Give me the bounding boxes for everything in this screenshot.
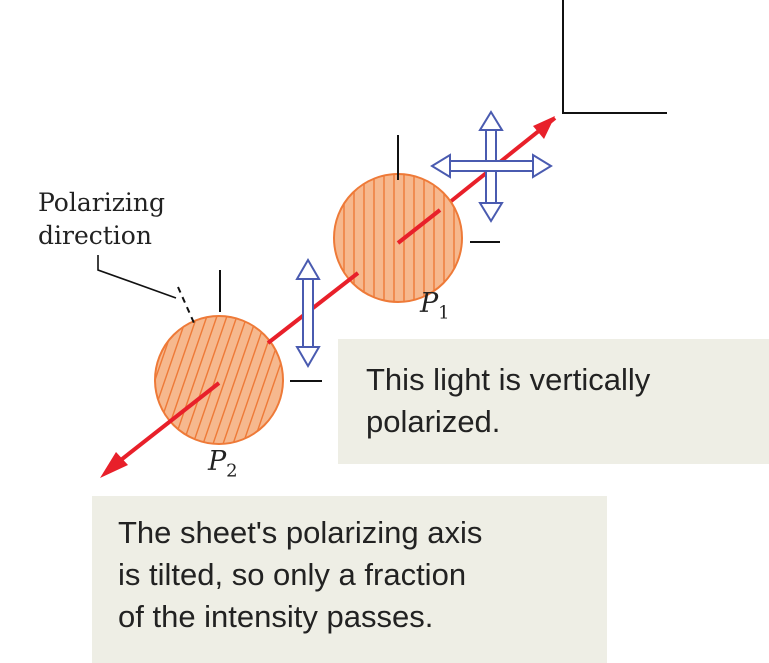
p1-label-letter: P [420,288,439,319]
polarizing-direction-line2: direction [38,221,152,250]
hatch-line [212,316,258,444]
hatch-line [182,316,228,444]
beam-outgoing [110,381,221,469]
polarizer-p2 [154,315,284,445]
polarizing-direction-dashes [177,286,195,324]
polarizer-p1 [333,173,463,303]
hatch-line [202,316,248,444]
p1-label: P1 [420,288,450,323]
p2-label: P2 [208,446,238,481]
hatch-line [172,316,218,444]
p2-label-letter: P [208,446,227,477]
beam-through-p1 [396,208,442,245]
hatch-line [222,316,268,444]
hatch-line [192,316,238,444]
p1-label-subscript: 1 [438,302,450,324]
field-arrow-horizontal [430,153,553,179]
p2-label-subscript: 2 [226,460,238,482]
tilted-callout-line2: is tilted, so only a fraction [118,557,467,592]
vertical-callout-line1: This light is vertically [366,362,651,397]
polarizing-direction-label: Polarizing direction [38,186,165,252]
tilted-axis-callout: The sheet's polarizing axis is tilted, s… [92,496,607,663]
polarizing-direction-line1: Polarizing [38,188,165,217]
field-arrow-vertical-2 [295,258,321,368]
corner-mark [562,0,667,114]
tilted-callout-line1: The sheet's polarizing axis [118,515,483,550]
vertical-callout-line2: polarized. [366,404,501,439]
tilted-callout-line3: of the intensity passes. [118,599,434,634]
beam-arrowhead-incoming [533,116,555,139]
vertical-polarization-callout: This light is vertically polarized. [338,339,769,464]
beam-arrowhead-outgoing [100,452,128,478]
unpolarized-field-arrows [430,110,553,223]
polarizing-direction-leader [97,255,177,299]
hatch-line [252,316,283,444]
p2-hatching [155,316,283,444]
hatch-line [155,316,188,444]
